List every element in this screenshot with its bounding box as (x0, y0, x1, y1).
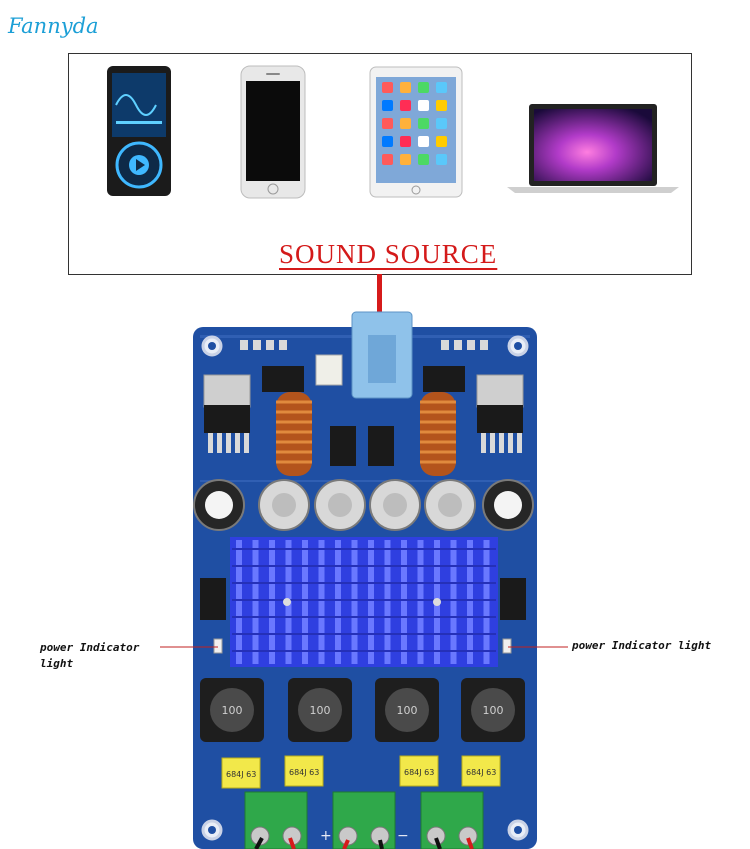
tablet-image (369, 66, 463, 198)
sound-source-label: SOUND SOURCE (279, 239, 498, 269)
power-led-right (502, 638, 512, 654)
power-minus-marking: − (397, 828, 409, 844)
smartphone-image (240, 65, 306, 199)
pin-header (315, 354, 343, 386)
capacitor-marking: 684J 63 (404, 768, 434, 777)
power-indicator-label-right: power Indicator light (572, 639, 712, 652)
heatsink (230, 537, 498, 667)
power-plus-marking: + (320, 828, 332, 844)
inductor-marking: 100 (222, 704, 243, 717)
toroid-coil-left (276, 392, 312, 476)
laptop-image (507, 104, 679, 193)
film-capacitors (221, 755, 501, 789)
brand-logo: Fannyda (8, 14, 99, 38)
voltage-regulator-right (476, 374, 524, 453)
output-terminal-blocks (244, 791, 484, 849)
mp3-player-image (107, 66, 171, 196)
voltage-regulator-left (203, 374, 251, 453)
toroid-coil-right (420, 392, 456, 476)
capacitor-marking: 684J 63 (466, 768, 496, 777)
inductor-marking: 100 (397, 704, 418, 717)
power-indicator-label-left: power Indicator light (40, 641, 140, 670)
capacitor-marking: 684J 63 (289, 768, 319, 777)
inductor-marking: 100 (483, 704, 504, 717)
power-led-left (213, 638, 223, 654)
capacitor-marking: 684J 63 (226, 770, 256, 779)
sound-source-panel (68, 53, 692, 275)
inductor-marking: 100 (310, 704, 331, 717)
signal-line (377, 274, 382, 334)
